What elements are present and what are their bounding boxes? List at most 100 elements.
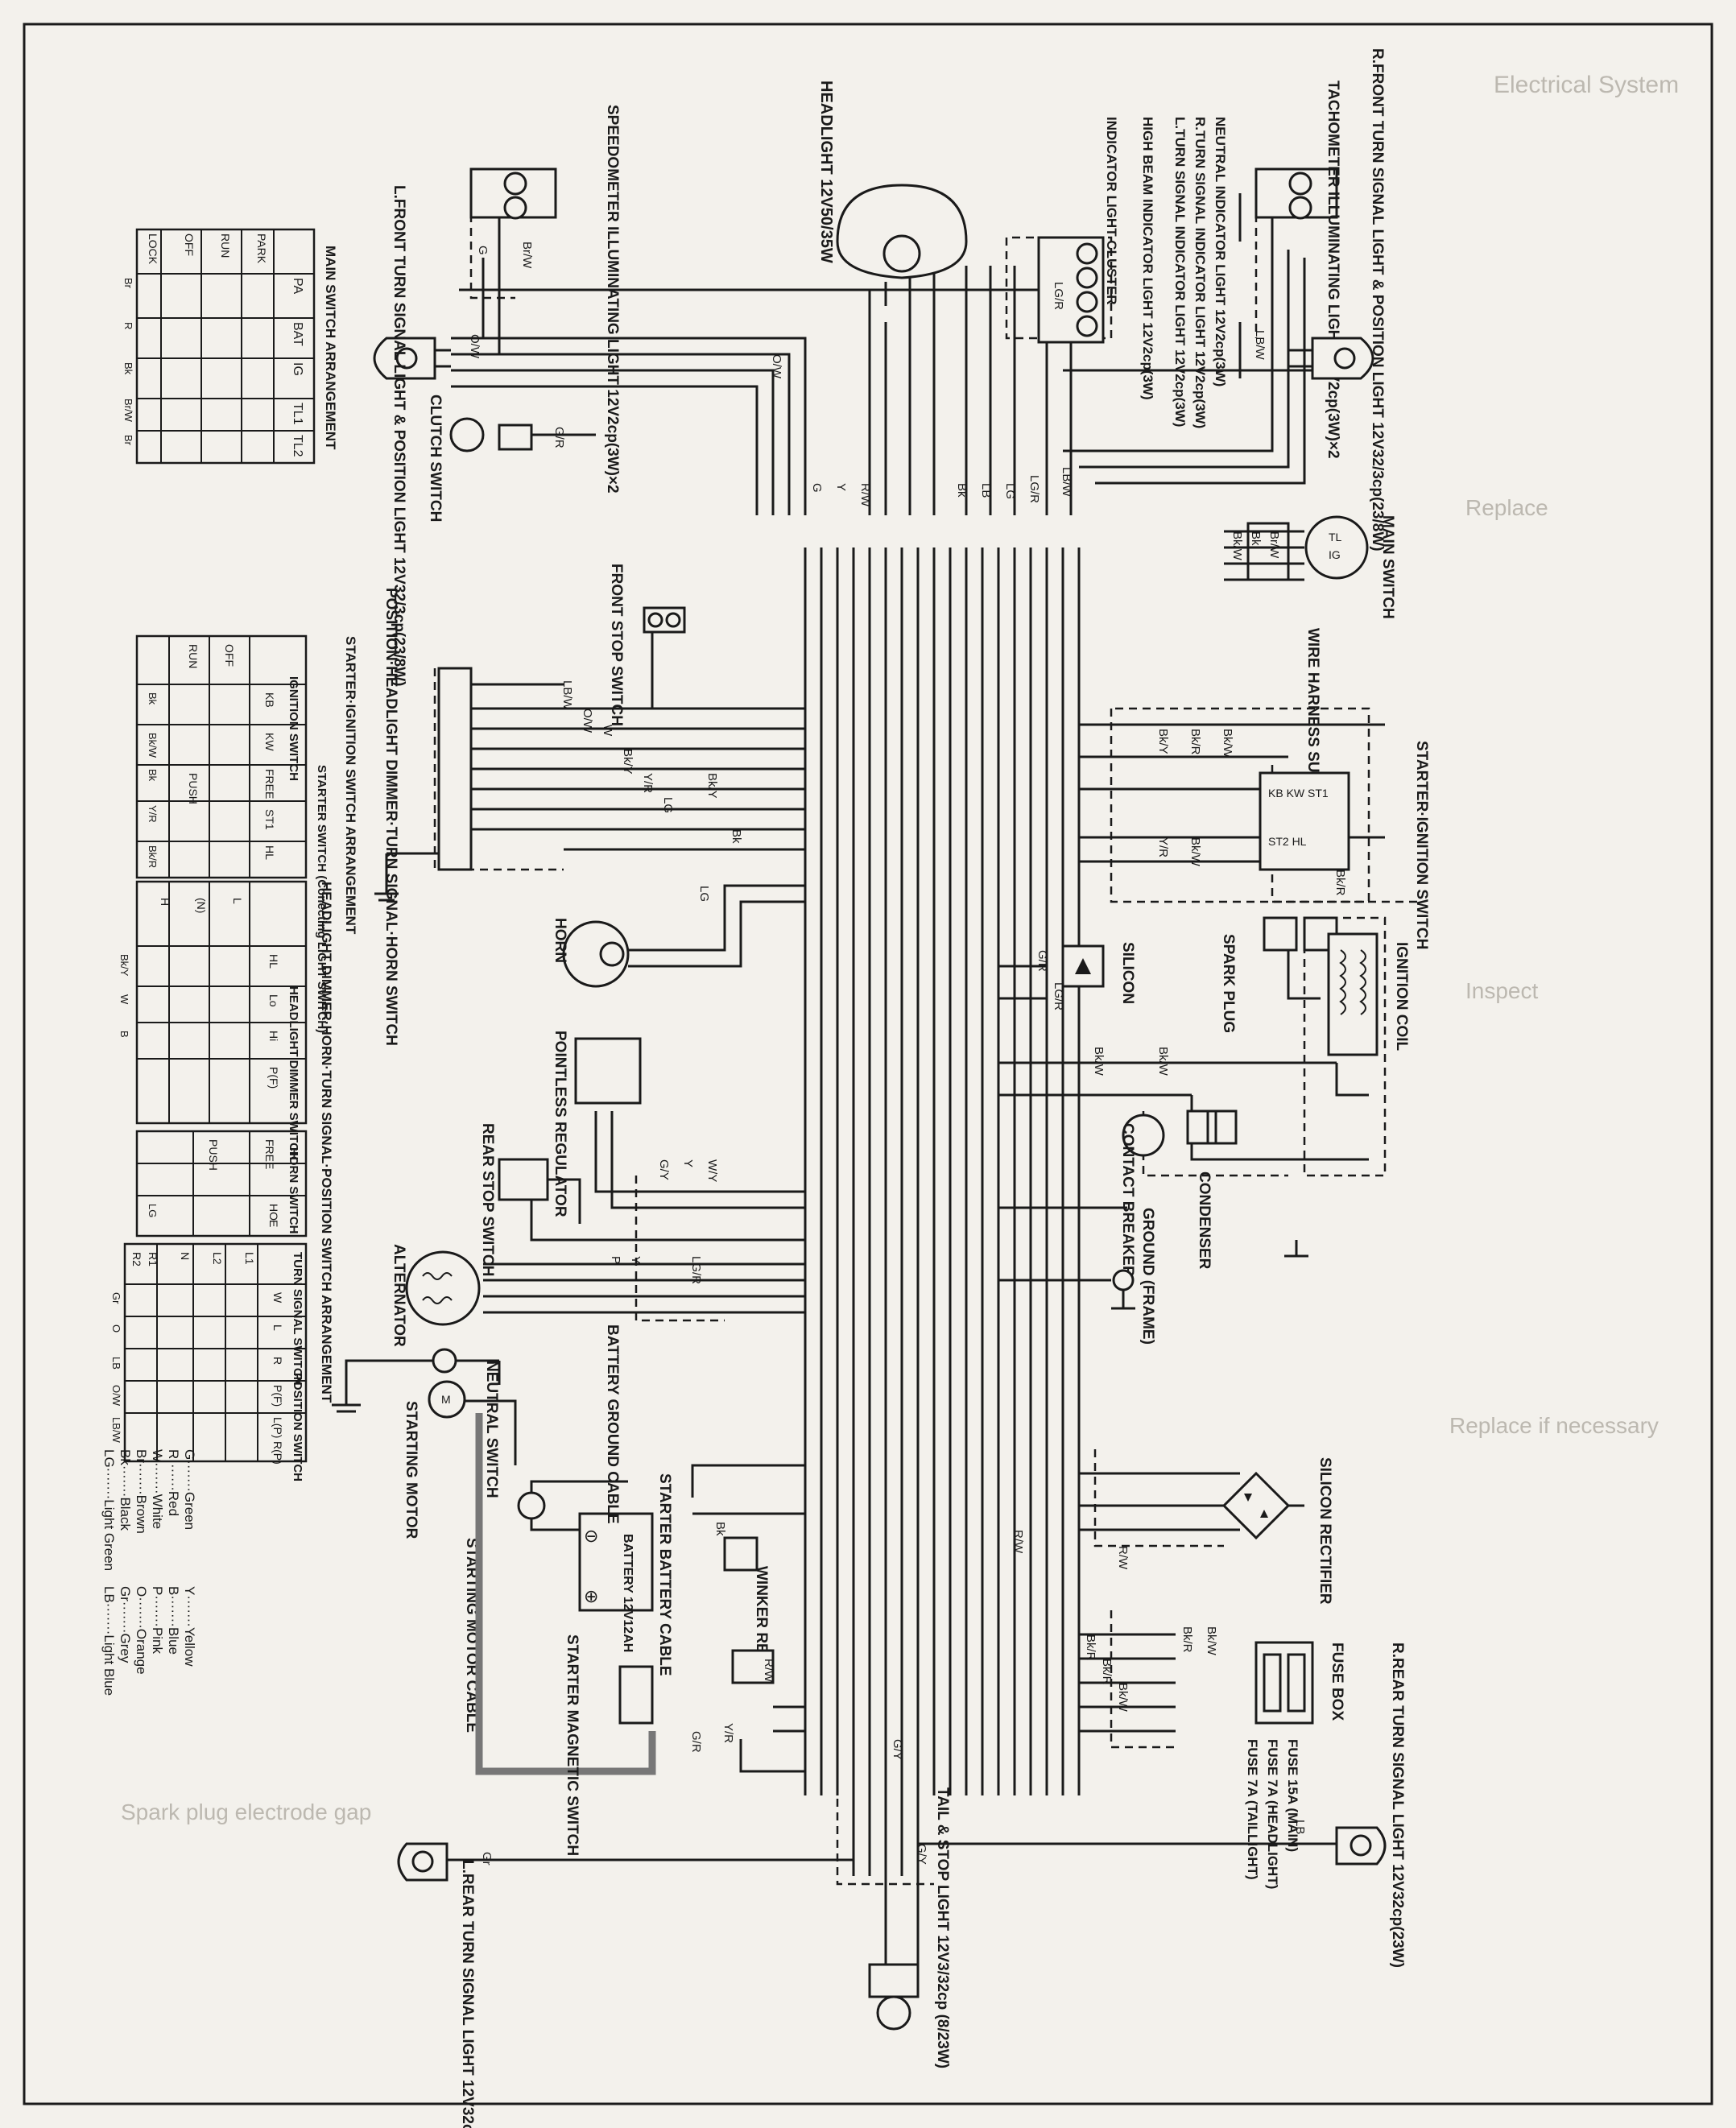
wire-code: G/Y	[657, 1159, 671, 1180]
svg-text:HL: HL	[267, 954, 280, 969]
wire-code: LG	[697, 886, 711, 902]
speedometer-light-label: SPEEDOMETER ILLUMINATING LIGHT 12V2cp(3W…	[604, 105, 621, 494]
silicon-rectifier-label: SILICON RECTIFIER	[1316, 1457, 1333, 1605]
neutral-switch: NEUTRAL SWITCH	[345, 1348, 500, 1498]
wire-code: Bk/R	[1100, 1659, 1114, 1685]
wire-code: Y/R	[641, 773, 655, 793]
wire-code: R/W	[1116, 1546, 1130, 1570]
wire-code: Br/W	[520, 242, 534, 269]
wire-code: P	[609, 1256, 622, 1264]
ghost-text-4: Spark plug electrode gap	[121, 1800, 371, 1824]
ignition-system: SPARK PLUG IGNITION COIL	[1220, 916, 1410, 1056]
svg-text:Br: Br	[122, 435, 134, 446]
svg-text:TURN SIGNAL SWITCH: TURN SIGNAL SWITCH	[291, 1252, 304, 1386]
wire-code: Bk/Y	[705, 773, 719, 799]
svg-text:R1: R1	[147, 1252, 159, 1266]
wire-code: Bk/R	[1180, 1626, 1194, 1653]
wire-code: G/R	[552, 427, 566, 448]
horn-label: HORN	[552, 918, 568, 963]
r-rear-turn-light: R.REAR TURN SIGNAL LIGHT 12V32cp(23W)	[1335, 1642, 1406, 1968]
wire-code: Bk/Y	[1156, 729, 1170, 754]
svg-text:Bk/R: Bk/R	[147, 845, 159, 868]
starter-ignition-table: KB KW FREE ST1 HL OFF RUN PUSH Bk Bk/W B…	[135, 634, 358, 1033]
svg-text:PARK: PARK	[255, 233, 268, 264]
silicon-rectifier: SILICON RECTIFIER	[1192, 1457, 1333, 1605]
ground-frame: GROUND (FRAME)	[1111, 1208, 1156, 1345]
wire-code: LB/W	[560, 680, 574, 711]
svg-text:H: H	[159, 898, 172, 906]
svg-text:LOCK: LOCK	[147, 233, 159, 265]
rear-stop-label: REAR STOP SWITCH	[479, 1123, 496, 1276]
wire-code: LB/W	[1253, 330, 1267, 361]
ghost-text: Electrical System Replace Inspect Replac…	[121, 72, 1679, 1824]
alternator: ALTERNATOR	[391, 1244, 481, 1347]
sheet-border	[23, 23, 1713, 2105]
wire-code: Bk/W	[1188, 837, 1202, 867]
headlight-label: HEADLIGHT 12V50/35W	[817, 81, 835, 263]
svg-text:POSITION SWITCH: POSITION SWITCH	[291, 1373, 304, 1481]
svg-text:O·······Orange: O·······Orange	[134, 1586, 149, 1675]
silicon-diode: SILICON	[1061, 942, 1136, 1004]
svg-text:Y·······Yellow: Y·······Yellow	[182, 1586, 197, 1667]
svg-text:Bk/W: Bk/W	[147, 733, 159, 758]
svg-text:L: L	[271, 1324, 284, 1331]
fuse-box: FUSE BOX FUSE 15A (MAIN) FUSE 7A (HEADLI…	[1245, 1641, 1345, 1889]
svg-text:Bk: Bk	[147, 692, 159, 705]
tachometer-lights: TACHOMETER ILLUMINATING LIGHT 12V2cp(3W)…	[1254, 81, 1341, 459]
wire-code: Bk/W	[1221, 729, 1234, 758]
battery-ground-label: BATTERY GROUND CABLE	[604, 1324, 621, 1524]
wire-code: LG/R	[1052, 982, 1065, 1010]
wire-code: LG/R	[1027, 475, 1041, 503]
wire-code: LG	[1003, 483, 1017, 499]
high-beam-indicator-label: HIGH BEAM INDICATOR LIGHT 12V2cp(3W)	[1140, 117, 1155, 400]
wire-code: R/W	[762, 1659, 775, 1683]
svg-text:Br/W: Br/W	[122, 399, 134, 423]
ignition-coil-label: IGNITION COIL	[1393, 942, 1410, 1052]
wire-code: Bk	[955, 483, 969, 498]
contact-breaker-label: CONTACT BREAKER	[1119, 1123, 1136, 1277]
wire-code: Bk/W	[1116, 1683, 1130, 1713]
wire-code: Bk	[713, 1522, 727, 1536]
svg-text:IGNITION SWITCH: IGNITION SWITCH	[287, 676, 300, 781]
main-switch: TL IG MAIN SWITCH	[1224, 515, 1396, 619]
wire-code: Bk/W	[1092, 1047, 1106, 1076]
svg-text:R: R	[271, 1357, 284, 1365]
r-turn-indicator-label: R.TURN SIGNAL INDICATOR LIGHT 12V2cp(3W)	[1192, 117, 1208, 428]
wire-code: LG/R	[689, 1256, 703, 1284]
svg-text:KW: KW	[263, 733, 276, 751]
starter-battery-cable-label: STARTER BATTERY CABLE	[656, 1473, 673, 1676]
clutch-switch: CLUTCH SWITCH	[427, 395, 596, 522]
svg-text:PUSH: PUSH	[207, 1139, 220, 1171]
svg-text:Br·······Brown: Br·······Brown	[134, 1449, 149, 1534]
wire-code: G/R	[1035, 950, 1049, 972]
tachometer-light-label: TACHOMETER ILLUMINATING LIGHT 12V2cp(3W)…	[1325, 81, 1341, 459]
svg-text:P(F): P(F)	[271, 1385, 284, 1407]
starter-magnetic-switch: STARTER MAGNETIC SWITCH	[564, 1634, 775, 1856]
svg-text:L2: L2	[211, 1252, 224, 1265]
svg-text:(N): (N)	[195, 898, 208, 913]
svg-text:Gr·······Grey: Gr·······Grey	[118, 1586, 133, 1663]
svg-text:HEADLIGHT DIMMER SWITCH: HEADLIGHT DIMMER SWITCH	[287, 986, 300, 1160]
starting-motor: M STARTING MOTOR	[403, 1380, 466, 1539]
neutral-switch-label: NEUTRAL SWITCH	[483, 1361, 500, 1498]
condenser-label: CONDENSER	[1196, 1171, 1213, 1270]
svg-text:L(P): L(P)	[271, 1417, 284, 1438]
svg-text:OFF: OFF	[183, 233, 196, 256]
main-switch-label: MAIN SWITCH	[1379, 515, 1396, 619]
wire-code: LG/R	[1052, 282, 1065, 310]
svg-text:O/W: O/W	[110, 1385, 122, 1407]
wire-code: LB	[1293, 1820, 1307, 1834]
color-legend: G·······Green R·······Red W·······White …	[101, 1449, 197, 1696]
wire-code: G	[476, 246, 490, 255]
svg-text:HORN SWITCH: HORN SWITCH	[287, 1147, 300, 1234]
ghost-text-3: Replace if necessary	[1449, 1413, 1659, 1438]
starting-motor-label: STARTING MOTOR	[403, 1401, 420, 1539]
l-rear-turn-label: L.REAR TURN SIGNAL LIGHT 12V32cp(23W)	[459, 1860, 476, 2128]
tail-stop-label: TAIL & STOP LIGHT 12V3/32cp (8/23W)	[934, 1787, 951, 2068]
wire-code: W	[601, 725, 614, 737]
svg-text:KB KW ST1: KB KW ST1	[1268, 787, 1329, 800]
spark-plug-label: SPARK PLUG	[1220, 934, 1237, 1033]
alternator-label: ALTERNATOR	[391, 1244, 407, 1347]
front-stop-label: FRONT STOP SWITCH	[608, 564, 625, 726]
